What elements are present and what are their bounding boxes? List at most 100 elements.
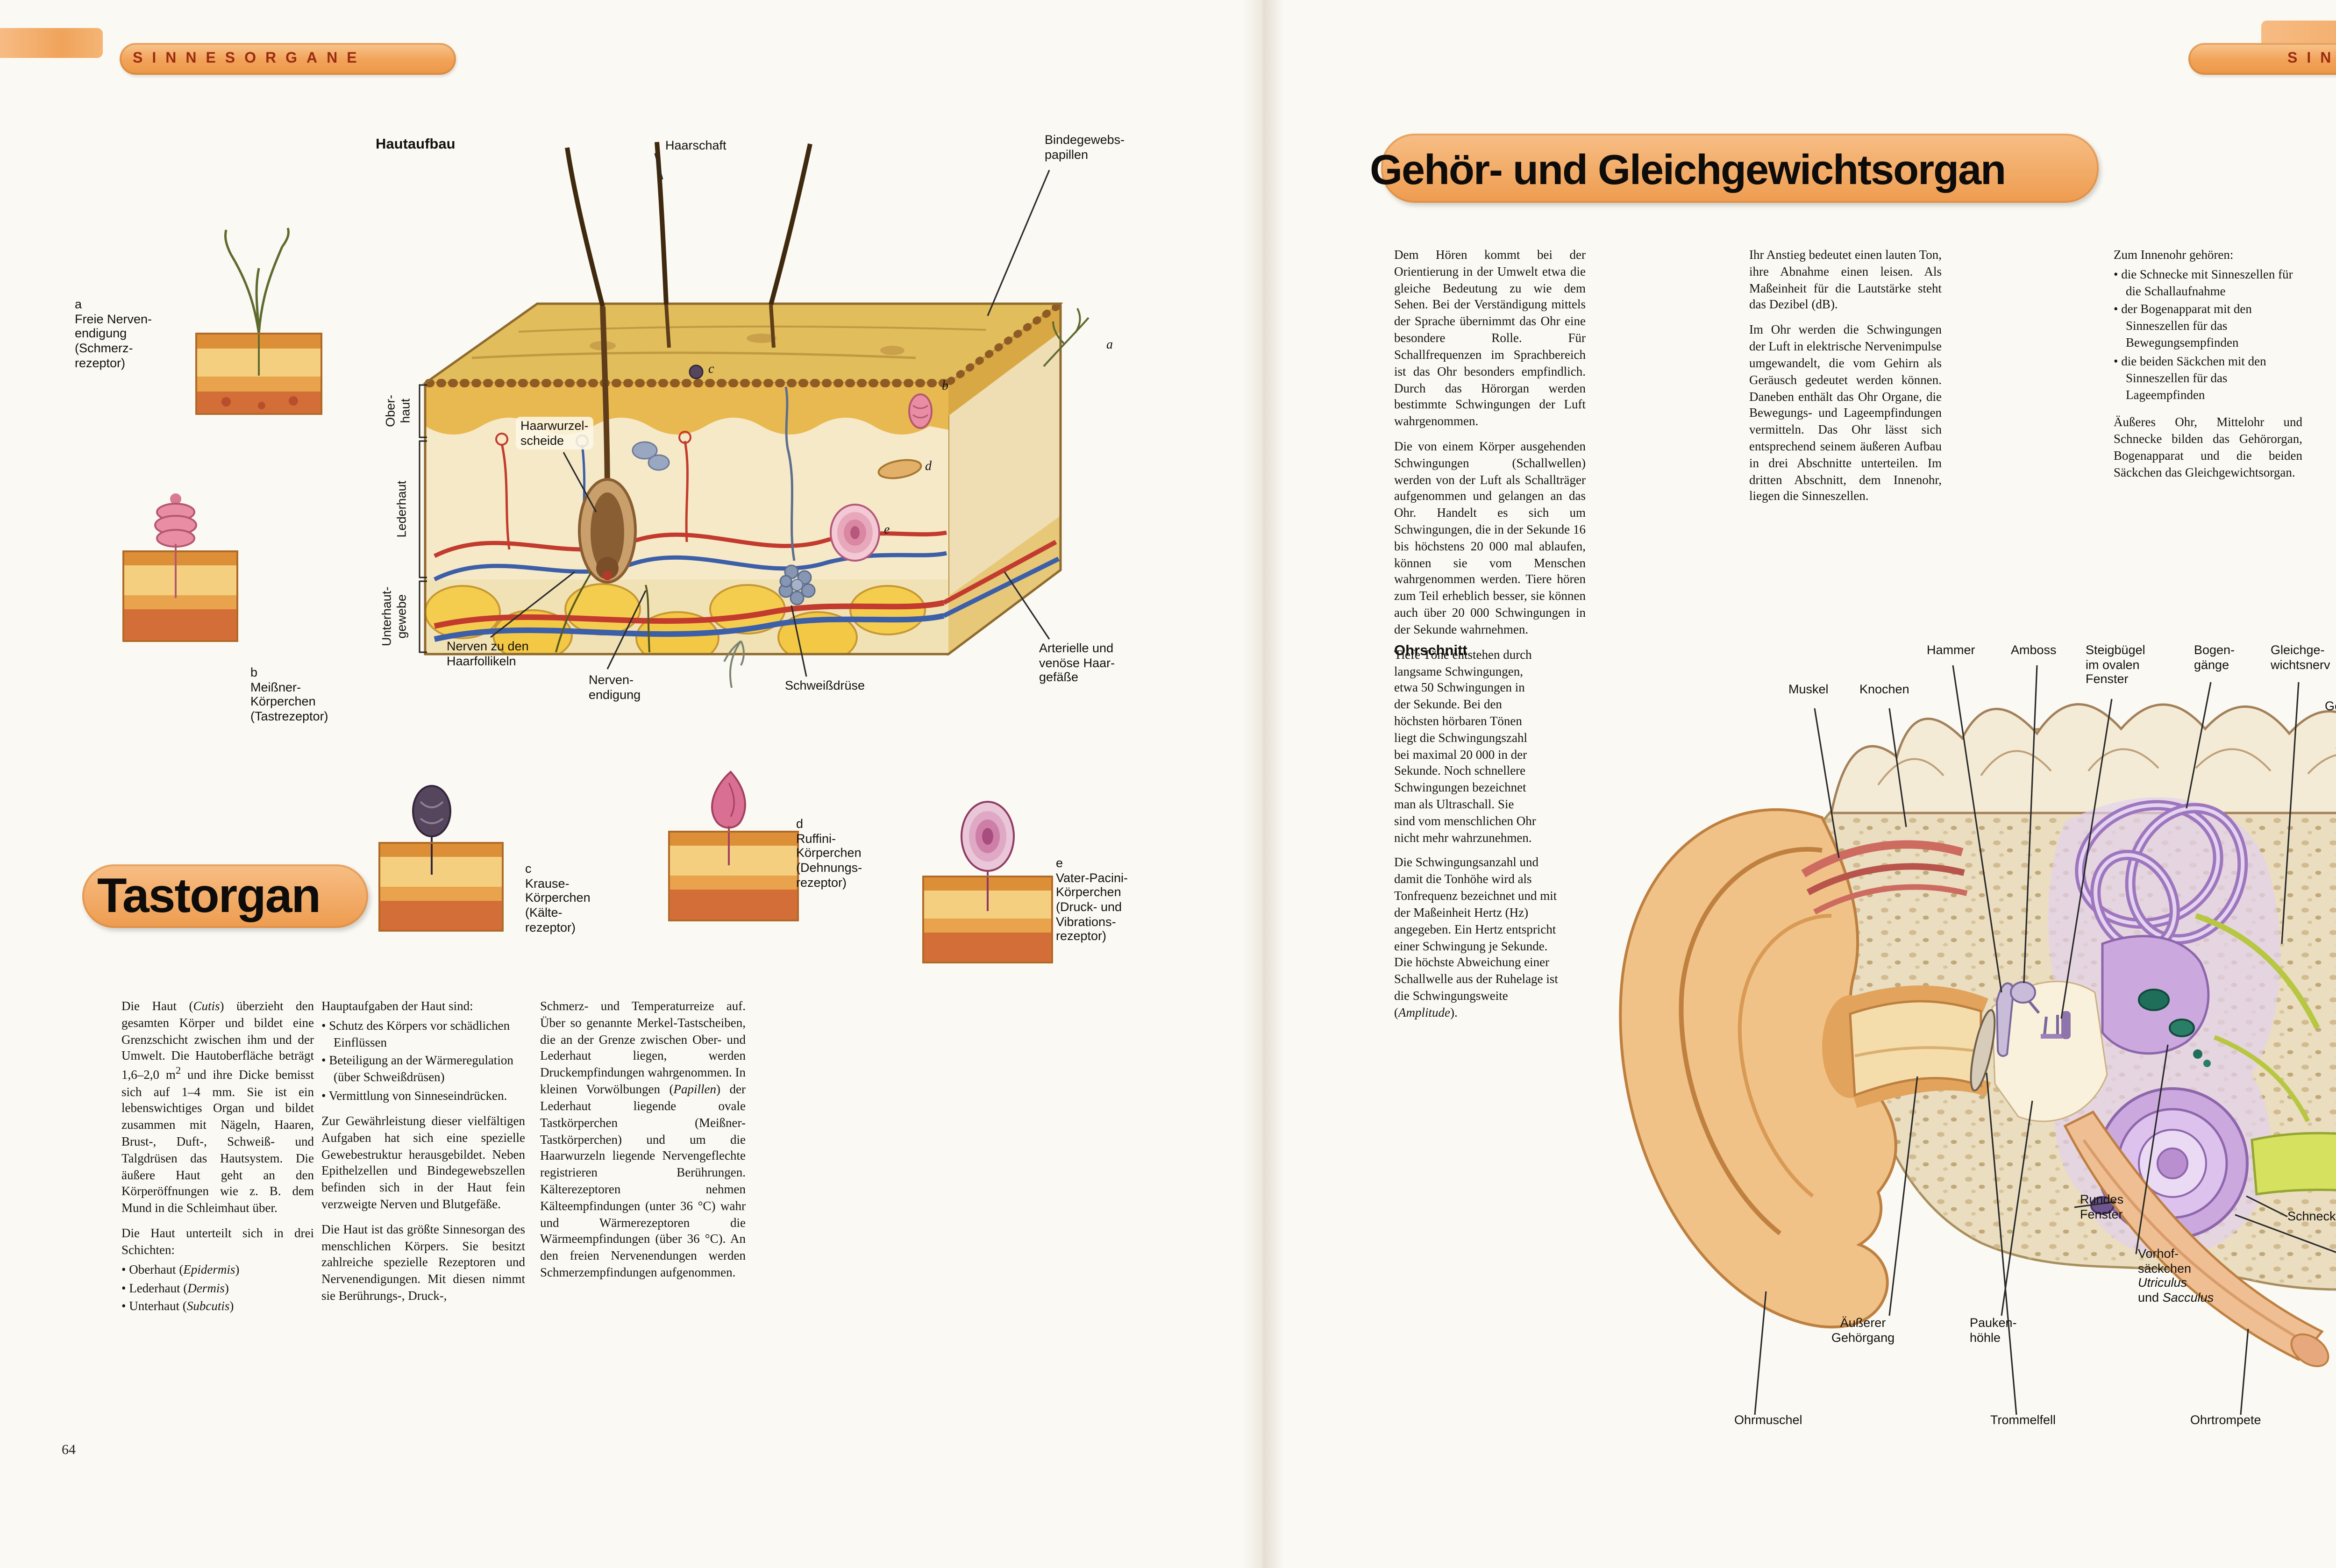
paragraph: Im Ohr werden die Schwingungen der Luft … [1749, 322, 1942, 503]
tastorgan-title-plate [82, 864, 368, 928]
paragraph: Die von einem Körper ausgehenden Schwing… [1394, 439, 1586, 636]
list-item: • Unterhaut (Subcutis) [121, 1299, 234, 1313]
list-item: • Lederhaut (Dermis) [121, 1281, 229, 1295]
page-gutter-shadow [1243, 0, 1284, 1568]
skin-leader-lines [490, 153, 1050, 677]
receptor-inset-c-illustration [378, 785, 504, 932]
label-hammer: Hammer [1927, 643, 1975, 657]
list-item: • Oberhaut (Epidermis) [121, 1262, 240, 1276]
label-schweissdruese: Schweißdrüse [785, 678, 865, 692]
hair-and-follicle [565, 142, 812, 584]
paragraph: Die Schwingungsanzahl und damit die Tonh… [1394, 855, 1558, 1019]
page-number-left: 64 [62, 1443, 76, 1458]
skin-diagram-title: Hautaufbau [376, 136, 456, 152]
label-unterhautgewebe: Unterhaut- gewebe [379, 586, 408, 647]
caption-receptor-a: a Freie Nerven- endigung (Schmerz- rezep… [75, 297, 152, 370]
paragraph: Äußeres Ohr, Mittelohr und Schnecke bild… [2114, 415, 2302, 479]
header-bar-right [2188, 43, 2336, 75]
paragraph: Die Haut (Cutis) überzieht den gesamten … [121, 999, 314, 1215]
label-lederhaut: Lederhaut [394, 480, 409, 538]
label-ohrtrompete: Ohrtrompete [2190, 1413, 2261, 1427]
label-aeusserer-gehoergang: Äußerer Gehörgang [1831, 1316, 1895, 1345]
canal-muscle [1801, 840, 1968, 915]
label-amboss: Amboss [2011, 643, 2057, 657]
diagram-letter-b: b [942, 379, 948, 393]
tastorgan-title: Tastorgan [97, 869, 321, 923]
ear-canal [1848, 985, 1991, 1108]
receptor-inset-a-illustration [195, 228, 322, 415]
left-column-2: Hauptaufgaben der Haut sind: • Schutz de… [321, 998, 525, 1304]
diagram-letter-e: e [884, 523, 890, 537]
paragraph: Hauptaufgaben der Haut sind: [321, 999, 473, 1013]
list-item: • Schutz des Körpers vor schädlichen Ein… [321, 1018, 510, 1049]
header-bar-left [120, 43, 456, 75]
receptors-in-skin [689, 308, 1090, 688]
receptor-inset-b-illustration [122, 493, 238, 642]
layer-brackets [419, 384, 427, 653]
skin-cross-section-illustration [419, 142, 1090, 688]
diagram-letter-d: d [925, 460, 932, 474]
page-corner-texture-left [0, 28, 103, 58]
paragraph: Dem Hören kommt bei der Orientierung in … [1394, 248, 1586, 428]
label-gleichgewichtsnerv: Gleichge- wichtsnerv [2271, 643, 2330, 672]
label-haargefaesse: Arterielle und venöse Haar- gefäße [1039, 641, 1115, 684]
list-item: • der Bogenapparat mit den Sinneszellen … [2114, 302, 2252, 350]
label-trommelfell: Trommelfell [1990, 1413, 2056, 1427]
label-schnecke: Schnecke [2287, 1209, 2336, 1223]
gehoer-title-plate [1381, 134, 2099, 203]
ear-leader-lines [1754, 665, 2336, 1415]
ear-cross-section-illustration [1619, 665, 2336, 1415]
header-left-label: SINNESORGANE [133, 50, 366, 66]
list-item: • Vermittlung von Sinneseindrücken. [321, 1089, 507, 1103]
paragraph: Zum Innenohr gehören: [2114, 248, 2234, 262]
left-column-3: Schmerz- und Temperaturreize auf. Über s… [540, 998, 746, 1281]
paragraph: Ihr Anstieg bedeutet einen lauten Ton, i… [1749, 248, 1942, 312]
list-item: • Beteiligung an der Wärmeregulation (üb… [321, 1053, 513, 1084]
label-paukenhoehle: Pauken- höhle [1970, 1316, 2017, 1345]
right-column-1: Dem Hören kommt bei der Orientierung in … [1394, 247, 1586, 1021]
label-gehirn: Gehirn [2325, 699, 2336, 713]
right-column-3: Zum Innenohr gehören: • die Schnecke mit… [2114, 247, 2302, 481]
caption-receptor-c: c Krause- Körperchen (Kälte- rezeptor) [525, 862, 591, 934]
brain-folds [1830, 703, 2336, 814]
caption-receptor-d: d Ruffini- Körperchen (Dehnungs- rezepto… [796, 817, 862, 890]
label-nervenendigung: Nerven- endigung [589, 673, 641, 702]
diagram-letter-c: c [708, 363, 714, 377]
label-haarschaft: Haarschaft [665, 138, 726, 152]
paragraph: Schmerz- und Temperaturreize auf. Über s… [540, 999, 746, 1279]
left-column-1: Die Haut (Cutis) überzieht den gesamten … [121, 998, 314, 1317]
list-item: • die beiden Säckchen mit den Sinneszell… [2114, 354, 2266, 401]
paragraph: Zur Gewährleistung dieser vielfältigen A… [321, 1113, 525, 1211]
skin-block [422, 302, 1064, 656]
vestibule-and-sacs [2101, 935, 2211, 1067]
ear-diagram-title: Ohrschnitt [1394, 643, 1467, 659]
header-right-label: SINNESORGANE [2287, 50, 2336, 66]
label-bindegewebspapillen: Bindegewebs- papillen [1045, 133, 1125, 162]
list-item: • die Schnecke mit Sinneszellen für die … [2114, 267, 2293, 298]
caption-receptor-e: e Vater-Pacini- Körperchen (Druck- und V… [1056, 856, 1128, 943]
label-steigbuegel: Steigbügel im ovalen Fenster [2086, 643, 2145, 686]
dermal-nerves [555, 571, 650, 653]
label-bogengaenge: Bogen- gänge [2194, 643, 2235, 672]
receptor-inset-d-illustration [668, 770, 799, 921]
label-knochen: Knochen [1859, 682, 1909, 696]
right-column-2: Ihr Anstieg bedeutet einen lauten Ton, i… [1749, 247, 1942, 505]
label-oberhaut: Ober- haut [383, 394, 412, 427]
label-nerven-zu-den-haarfollikeln: Nerven zu den Haarfollikeln [447, 639, 529, 668]
eustachian-tube [2063, 1110, 2329, 1368]
label-rundes-fenster: Rundes Fenster [2080, 1192, 2124, 1221]
paragraph: Die Haut ist das größte Sinnesorgan des … [321, 1222, 525, 1303]
sweat-gland [778, 386, 816, 606]
label-ohrmuschel: Ohrmuschel [1734, 1413, 1802, 1427]
caption-receptor-b: b Meißner- Körperchen (Tastrezeptor) [250, 665, 328, 723]
paragraph: Tiefe Töne entstehen durch langsame Schw… [1394, 647, 1536, 845]
auditory-nerve [2195, 913, 2336, 1196]
paragraph: Die Haut unterteilt sich in drei Schicht… [121, 1226, 314, 1257]
middle-ear [1970, 981, 2108, 1122]
label-muskel: Muskel [1788, 682, 1829, 696]
receptor-inset-e-illustration [922, 801, 1053, 963]
blood-vessels [433, 431, 1060, 642]
diagram-letter-a: a [1106, 338, 1113, 352]
